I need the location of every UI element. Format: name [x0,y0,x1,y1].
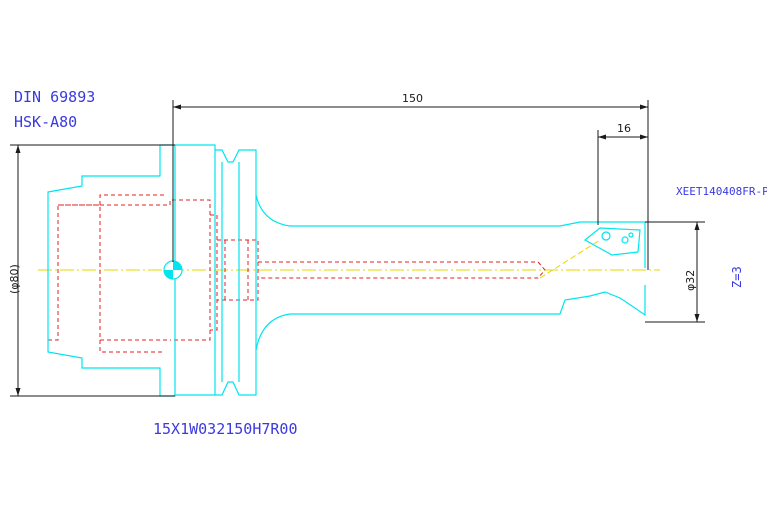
dim-bore-diameter: φ32 [684,269,697,291]
hidden-lines [47,194,546,353]
dimension-arrows [15,104,700,396]
insert-code: XEET140408FR-P [676,185,767,198]
part-number: 15X1W032150H7R00 [153,420,298,438]
dim-flange-diameter: (φ80) [8,264,21,294]
dimension-lines [10,100,705,397]
insert-leader [539,239,601,279]
teeth-count: Z=3 [730,266,744,288]
center-marker [163,260,183,280]
dim-overall-length: 150 [402,92,423,105]
standard-label-hsk: HSK-A80 [14,113,78,131]
dim-insert-length: 16 [617,122,631,135]
standard-label-din: DIN 69893 [14,88,96,106]
